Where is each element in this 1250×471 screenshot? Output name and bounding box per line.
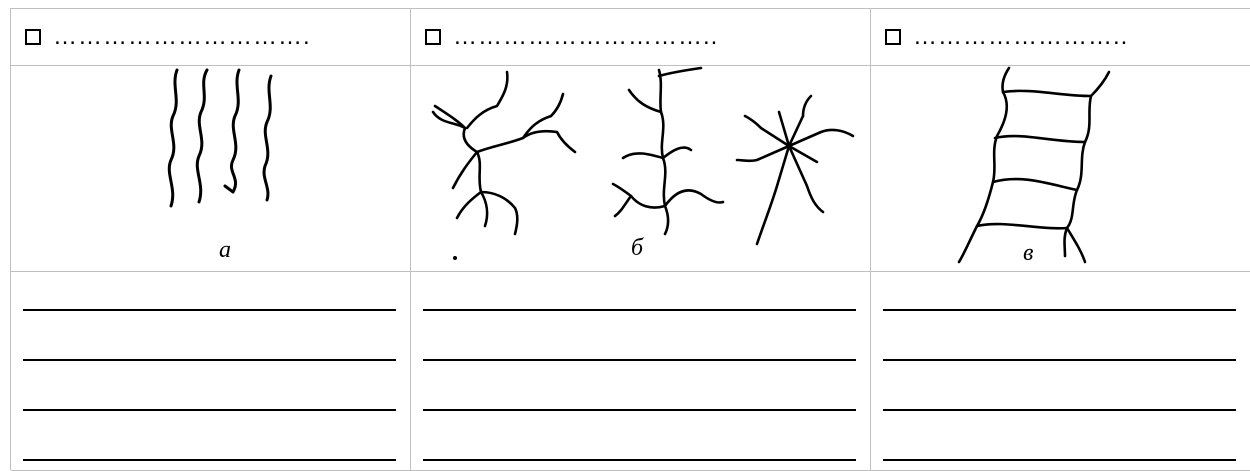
figure-label-a: а: [219, 237, 231, 263]
stream-line-2: [195, 68, 209, 204]
figure-cell-c: в: [871, 66, 1250, 272]
answer-line-a-1[interactable]: [23, 309, 396, 311]
header-cell-c[interactable]: ……………………..: [871, 9, 1250, 66]
answer-dots-a[interactable]: ………………………….: [53, 25, 311, 49]
stream-line-1: [167, 68, 179, 208]
answer-line-a-4[interactable]: [23, 459, 396, 461]
answer-line-c-4[interactable]: [883, 459, 1236, 461]
header-cell-a[interactable]: ………………………….: [11, 9, 411, 66]
figure-label-c: в: [1023, 240, 1034, 266]
river-pattern-table: …………………………. ………………………….. …………………….. а: [10, 8, 1250, 471]
trellis-left-trunk: [957, 90, 1009, 264]
stream-line-4: [262, 74, 273, 202]
answer-cell-c[interactable]: [871, 272, 1250, 471]
dendritic-trunk: [475, 114, 553, 194]
answer-line-b-1[interactable]: [423, 309, 856, 311]
stream-line-3: [223, 68, 241, 194]
answer-line-c-2[interactable]: [883, 359, 1236, 361]
radial-center-lines: [759, 126, 791, 148]
checkbox-c[interactable]: [885, 29, 901, 45]
figure-label-b: б: [631, 235, 644, 261]
dendritic-trunk-2: [657, 68, 667, 208]
answer-cell-a[interactable]: [11, 272, 411, 471]
parallel-pattern-drawing: [167, 68, 273, 208]
answer-cell-b[interactable]: [411, 272, 871, 471]
trellis-pattern-drawing: [957, 66, 1111, 264]
figure-cell-b: б: [411, 66, 871, 272]
header-cell-b[interactable]: …………………………..: [411, 9, 871, 66]
answer-line-c-3[interactable]: [883, 409, 1236, 411]
answer-line-a-3[interactable]: [23, 409, 396, 411]
answer-line-b-2[interactable]: [423, 359, 856, 361]
answer-line-b-4[interactable]: [423, 459, 856, 461]
answer-line-a-2[interactable]: [23, 359, 396, 361]
dendritic-radial-pattern-drawing: [431, 66, 855, 260]
answer-dots-b[interactable]: …………………………..: [453, 25, 719, 49]
figure-cell-a: а: [11, 66, 411, 272]
checkbox-a[interactable]: [25, 29, 41, 45]
checkbox-b[interactable]: [425, 29, 441, 45]
answer-line-c-1[interactable]: [883, 309, 1236, 311]
answer-dots-c[interactable]: ……………………..: [913, 25, 1129, 49]
answer-line-b-3[interactable]: [423, 409, 856, 411]
